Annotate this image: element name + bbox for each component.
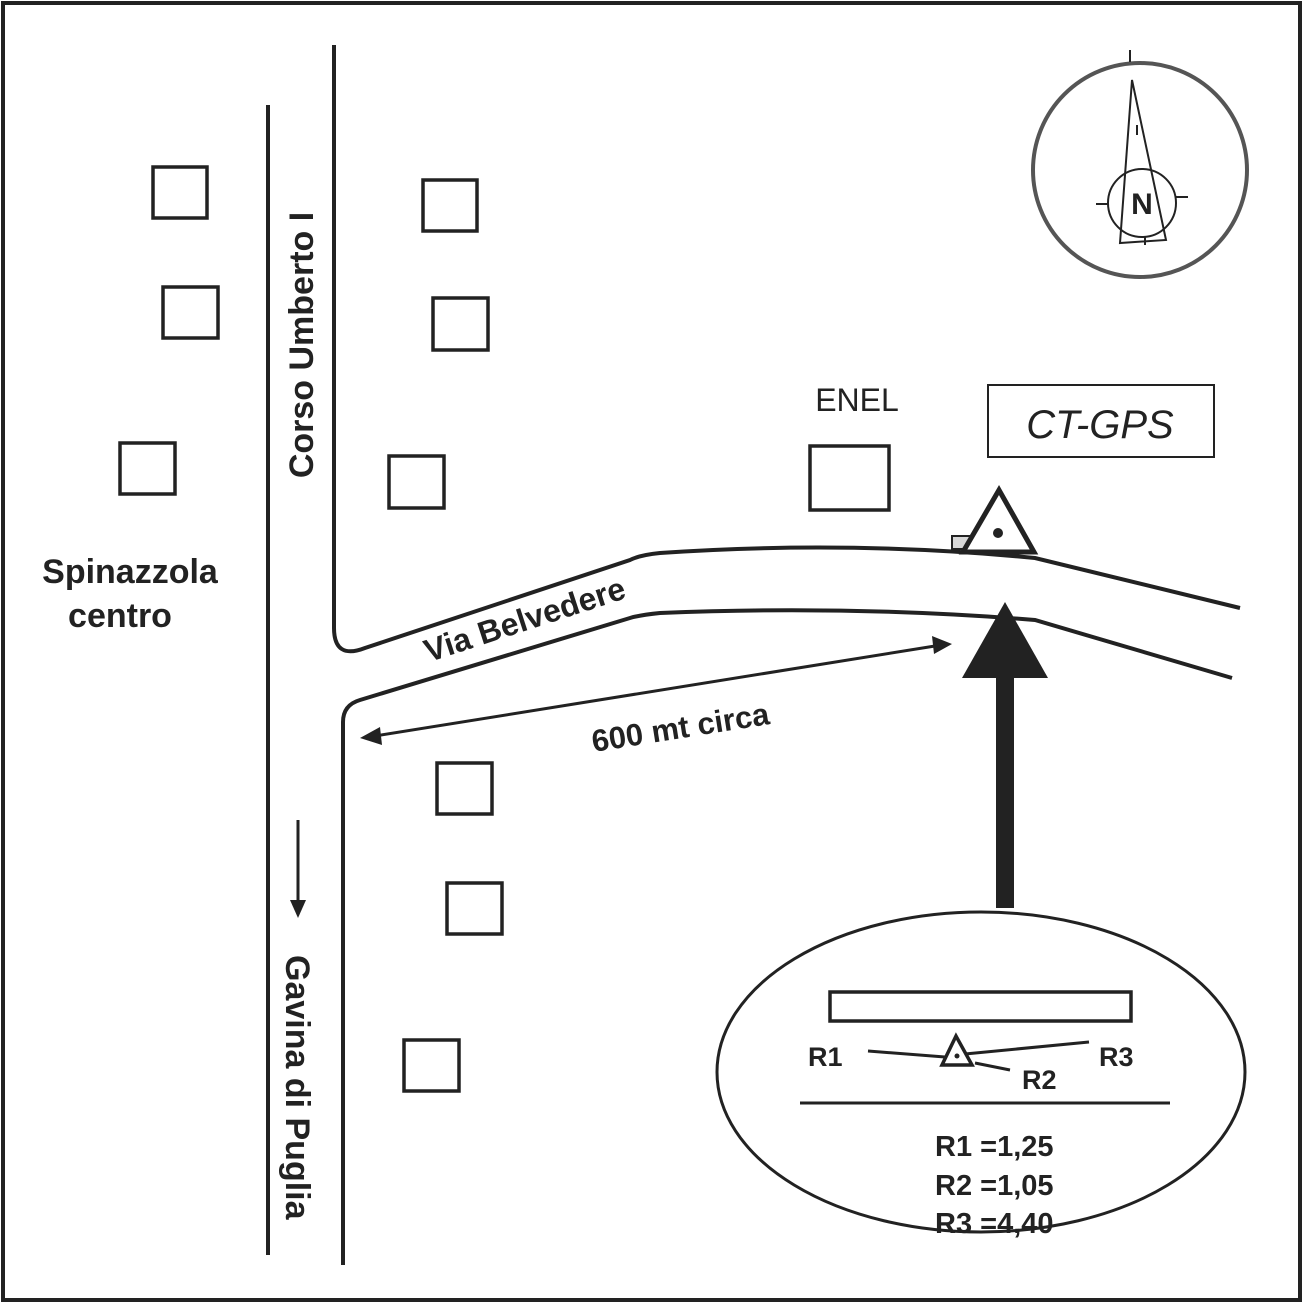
big-arrow-shaft bbox=[996, 670, 1014, 908]
ref-line-r3 bbox=[964, 1040, 1090, 1056]
building bbox=[421, 178, 479, 233]
building bbox=[431, 296, 490, 352]
gps-station-triangle-icon bbox=[958, 484, 1039, 555]
inset-building bbox=[828, 990, 1133, 1023]
road-line-south-edge bbox=[341, 608, 1233, 1265]
arrow-head-left-icon bbox=[360, 727, 382, 745]
building bbox=[387, 454, 446, 510]
inset-ref-r2: R2 bbox=[1022, 1065, 1057, 1095]
building bbox=[435, 761, 494, 816]
direction-label-gavina: Gavina di Puglia bbox=[278, 955, 316, 1221]
inset-value-r1: R1 =1,25 bbox=[935, 1131, 1054, 1163]
arrow-down-icon bbox=[290, 900, 306, 918]
distance-label: 600 mt circa bbox=[589, 696, 772, 759]
enel-label: ENEL bbox=[815, 382, 899, 418]
town-label-line2: centro bbox=[68, 597, 172, 635]
building-enel bbox=[808, 444, 891, 512]
ref-line-r1 bbox=[867, 1049, 946, 1059]
street-label-corso-umberto: Corso Umberto I bbox=[283, 212, 321, 478]
big-arrow-head-icon bbox=[962, 602, 1048, 678]
inset-ref-r3: R3 bbox=[1099, 1042, 1134, 1072]
ref-line-r2 bbox=[974, 1061, 1011, 1072]
road-line-north-edge bbox=[332, 45, 1241, 654]
antenna-inset: R1 R2 R3 R1 =1,25 R2 =1,05 R3 =4,40 bbox=[715, 910, 1247, 1240]
building bbox=[151, 165, 209, 220]
north-label: N bbox=[1131, 188, 1153, 221]
arrow-head-right-icon bbox=[932, 636, 952, 654]
north-compass-icon: N bbox=[1031, 50, 1249, 279]
inset-value-r3: R3 =4,40 bbox=[935, 1208, 1054, 1240]
station-label-box bbox=[987, 384, 1215, 458]
station-label: CT-GPS bbox=[1026, 403, 1174, 447]
town-label-line1: Spinazzola bbox=[42, 553, 219, 591]
inset-station-icon bbox=[939, 1032, 975, 1067]
building bbox=[402, 1038, 461, 1093]
building bbox=[445, 881, 504, 936]
inset-value-r2: R2 =1,05 bbox=[935, 1170, 1054, 1202]
station-point-icon bbox=[993, 528, 1003, 538]
building bbox=[161, 285, 220, 340]
distance-arrow-line bbox=[374, 644, 936, 738]
building bbox=[118, 441, 177, 496]
inset-ref-r1: R1 bbox=[808, 1042, 843, 1072]
